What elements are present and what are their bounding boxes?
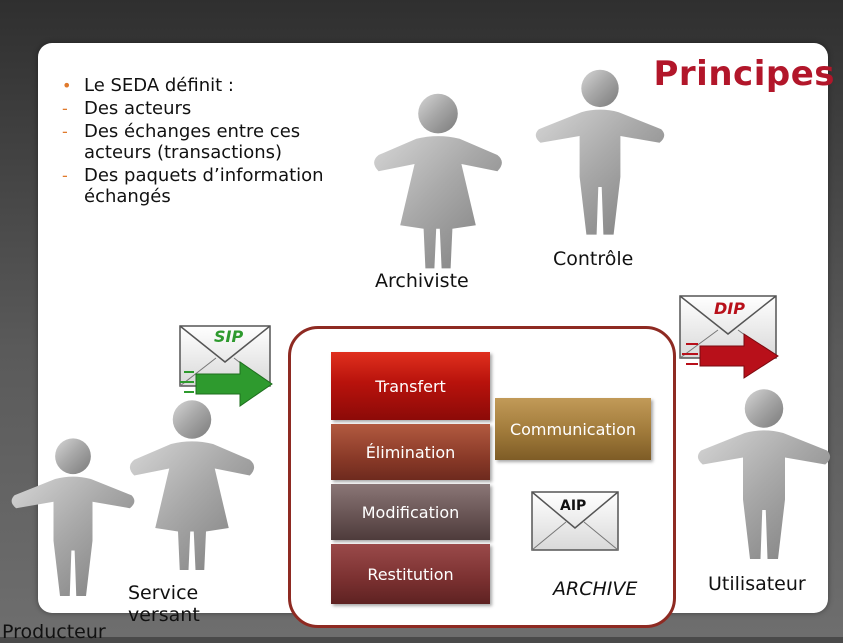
slide-title: Principes <box>653 54 835 94</box>
bullet-text: Le SEDA définit : <box>84 75 234 96</box>
dip-envelope-icon: DIP <box>679 295 779 379</box>
archiviste-figure-icon <box>374 93 502 269</box>
service-versant-label: Service versant <box>128 582 200 626</box>
sip-text: SIP <box>214 327 243 346</box>
utilisateur-figure-icon <box>697 389 831 559</box>
producteur-figure-icon <box>11 438 135 596</box>
communication-process: Communication <box>495 398 651 460</box>
bullet-item: - Des paquets d’information échangés <box>62 165 362 207</box>
controle-label: Contrôle <box>553 248 634 270</box>
bullet-list: • Le SEDA définit : - Des acteurs - Des … <box>62 75 362 209</box>
dip-text: DIP <box>714 299 745 318</box>
transfert-process: Transfert <box>331 352 490 420</box>
bullet-text: Des paquets d’information échangés <box>84 165 324 207</box>
bullet-item: - Des acteurs <box>62 98 362 119</box>
utilisateur-label: Utilisateur <box>708 573 806 595</box>
archiviste-label: Archiviste <box>375 270 469 292</box>
bullet-item: - Des échanges entre ces acteurs (transa… <box>62 121 362 163</box>
bullet-mark: - <box>62 166 68 185</box>
bullet-mark: • <box>62 76 72 95</box>
producteur-label: Producteur <box>2 621 106 643</box>
modification-process: Modification <box>331 484 490 540</box>
archive-label: ARCHIVE <box>553 578 638 600</box>
bullet-text: Des échanges entre ces acteurs (transact… <box>84 121 301 163</box>
sip-envelope-icon: SIP <box>179 325 273 407</box>
bullet-text: Des acteurs <box>84 98 192 119</box>
controle-figure-icon <box>535 69 665 235</box>
bullet-mark: - <box>62 99 68 118</box>
restitution-process: Restitution <box>331 544 490 604</box>
bullet-mark: - <box>62 122 68 141</box>
elimination-process: Élimination <box>331 424 490 480</box>
service-versant-figure-icon <box>129 400 255 570</box>
bullet-item: • Le SEDA définit : <box>62 75 362 96</box>
aip-envelope-icon: AIP <box>531 491 619 551</box>
aip-text: AIP <box>560 498 586 514</box>
